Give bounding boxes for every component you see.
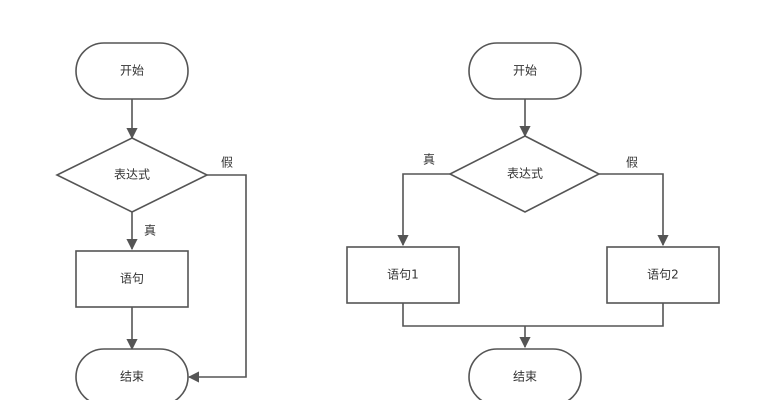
left-end-terminal <box>75 348 189 400</box>
right-condition-label: 表达式 <box>507 167 543 181</box>
left-false-label: 假 <box>221 156 233 170</box>
right-edge-false-branch <box>599 173 669 247</box>
left-end-label: 结束 <box>120 370 144 384</box>
left-start-terminal <box>75 42 189 100</box>
right-edge-merge-right <box>525 303 664 327</box>
right-true-label: 真 <box>423 153 435 167</box>
right-start-terminal <box>468 42 582 100</box>
left-flowchart: 开始 表达式 语句 结束 真 假 <box>55 42 247 400</box>
right-edge-merge-left <box>402 303 525 327</box>
right-condition-diamond <box>448 135 601 213</box>
right-statement1-box <box>346 246 460 304</box>
right-statement2-box <box>606 246 720 304</box>
left-true-label: 真 <box>144 224 156 238</box>
left-edge-false-bypass <box>187 174 247 383</box>
left-start-label: 开始 <box>120 64 144 78</box>
right-end-terminal <box>468 348 582 400</box>
right-statement2-label: 语句2 <box>647 268 679 282</box>
right-false-label: 假 <box>626 156 638 170</box>
left-statement-label: 语句 <box>120 272 144 286</box>
right-statement1-label: 语句1 <box>387 268 419 282</box>
left-condition-label: 表达式 <box>114 168 150 182</box>
right-flowchart: 开始 表达式 语句1 语句2 结束 真 假 <box>346 42 720 400</box>
right-end-label: 结束 <box>513 370 537 384</box>
left-statement-box <box>75 250 189 308</box>
left-condition-diamond <box>55 137 209 213</box>
right-start-label: 开始 <box>513 64 537 78</box>
right-edge-true-branch <box>397 173 450 247</box>
